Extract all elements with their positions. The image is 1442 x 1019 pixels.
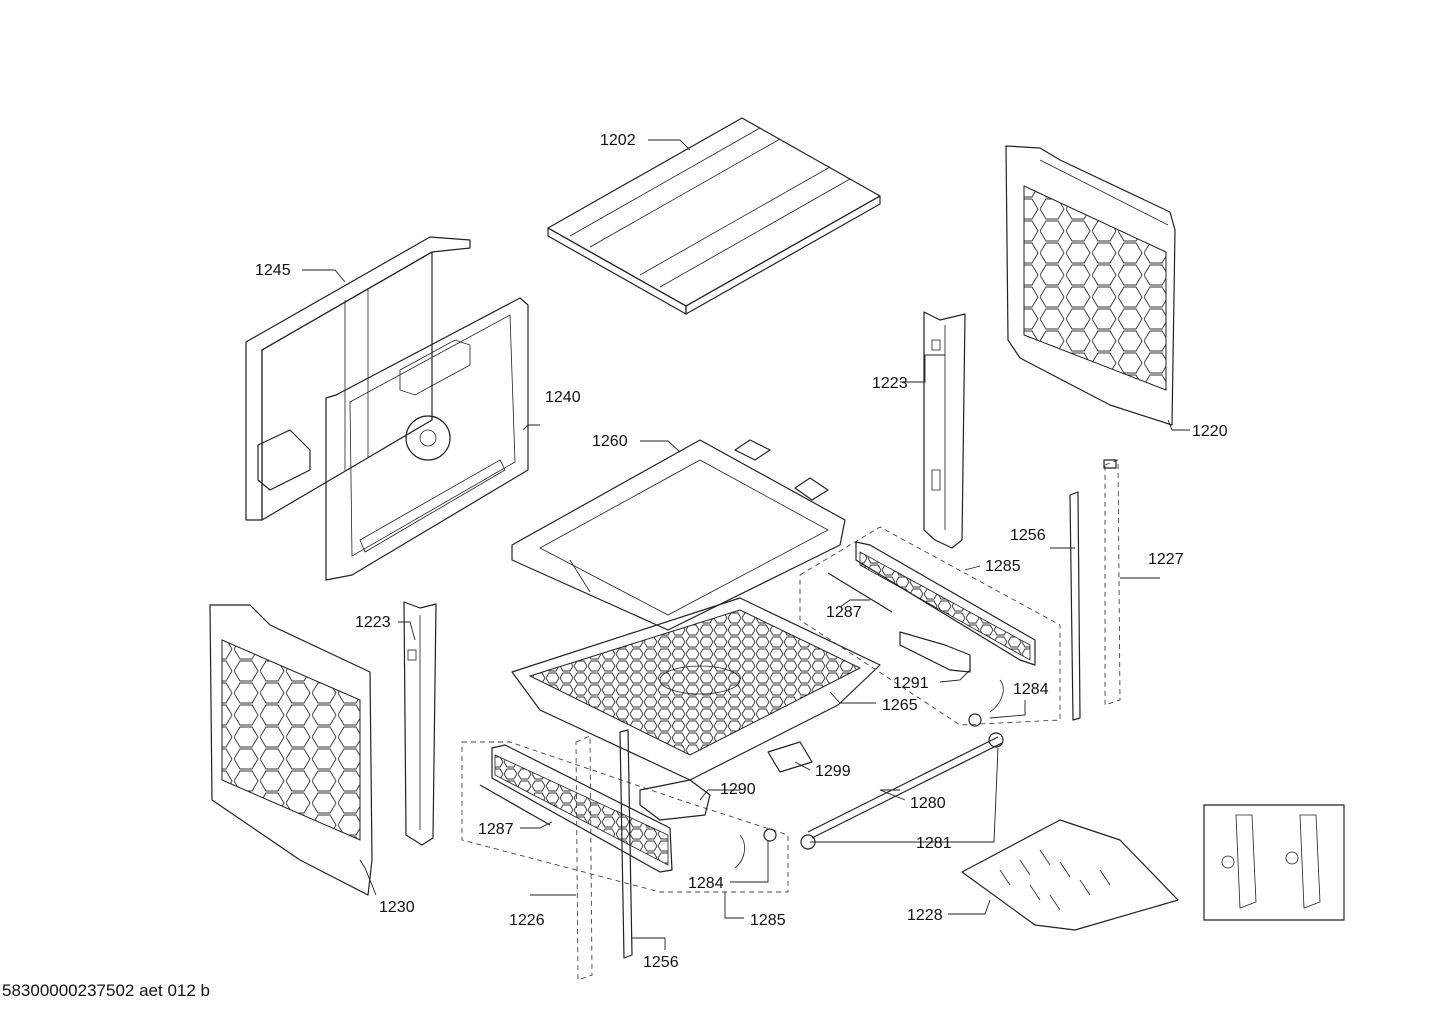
part-left-side-panel: [209, 604, 373, 896]
callout-1290: 1290: [720, 781, 756, 798]
callout-1240: 1240: [545, 389, 581, 406]
part-gasket-strip-right: [1069, 491, 1081, 721]
callout-1299: 1299: [815, 763, 851, 780]
callout-1223-left: 1223: [355, 614, 391, 631]
callout-1223-right: 1223: [872, 375, 908, 392]
callout-1287-left: 1287: [478, 821, 514, 838]
callout-1281: 1281: [916, 835, 952, 852]
callout-1285-left: 1285: [750, 912, 786, 929]
part-gasket-strip-left: [619, 729, 633, 959]
callout-1256-left: 1256: [643, 954, 679, 971]
part-assembly-left-box: [461, 741, 789, 893]
part-frame: [511, 439, 846, 631]
part-assembly-right-box: [799, 526, 1061, 727]
callout-1256-right: 1256: [1010, 527, 1046, 544]
callout-1287-right: 1287: [826, 604, 862, 621]
callout-1228: 1228: [907, 907, 943, 924]
callout-labels: 1202 1245 1240 1223 1220 1260 1256 1227 …: [255, 132, 1228, 971]
callout-1202: 1202: [600, 132, 636, 149]
part-right-side-panel: [1005, 145, 1176, 426]
callout-1280: 1280: [910, 795, 946, 812]
part-trim-right: [1103, 459, 1121, 706]
part-shaft: [800, 732, 1004, 850]
leader-lines: [302, 139, 1190, 950]
part-rail-left: [403, 601, 437, 846]
callout-1226: 1226: [509, 912, 545, 929]
callout-1245: 1245: [255, 262, 291, 279]
part-clip-bag: [961, 804, 1345, 931]
callout-1291: 1291: [893, 675, 929, 692]
part-top-cover: [547, 117, 881, 315]
part-trim-left: [575, 735, 593, 981]
document-id: 58300000237502 aet 012 b: [2, 981, 210, 1000]
callout-1230: 1230: [379, 899, 415, 916]
part-bottom-plate: [511, 597, 881, 781]
callout-1260: 1260: [592, 433, 628, 450]
callout-1220: 1220: [1192, 423, 1228, 440]
part-fan-cover-panel: [325, 297, 529, 581]
callout-1284-right: 1284: [1013, 681, 1049, 698]
part-rear-panel: [245, 236, 471, 521]
callout-1227: 1227: [1148, 551, 1184, 568]
part-rail-right: [923, 311, 966, 549]
callout-1265: 1265: [882, 697, 918, 714]
callout-1285-right: 1285: [985, 558, 1021, 575]
part-label-plate: [767, 741, 813, 773]
callout-1284-left: 1284: [688, 875, 724, 892]
